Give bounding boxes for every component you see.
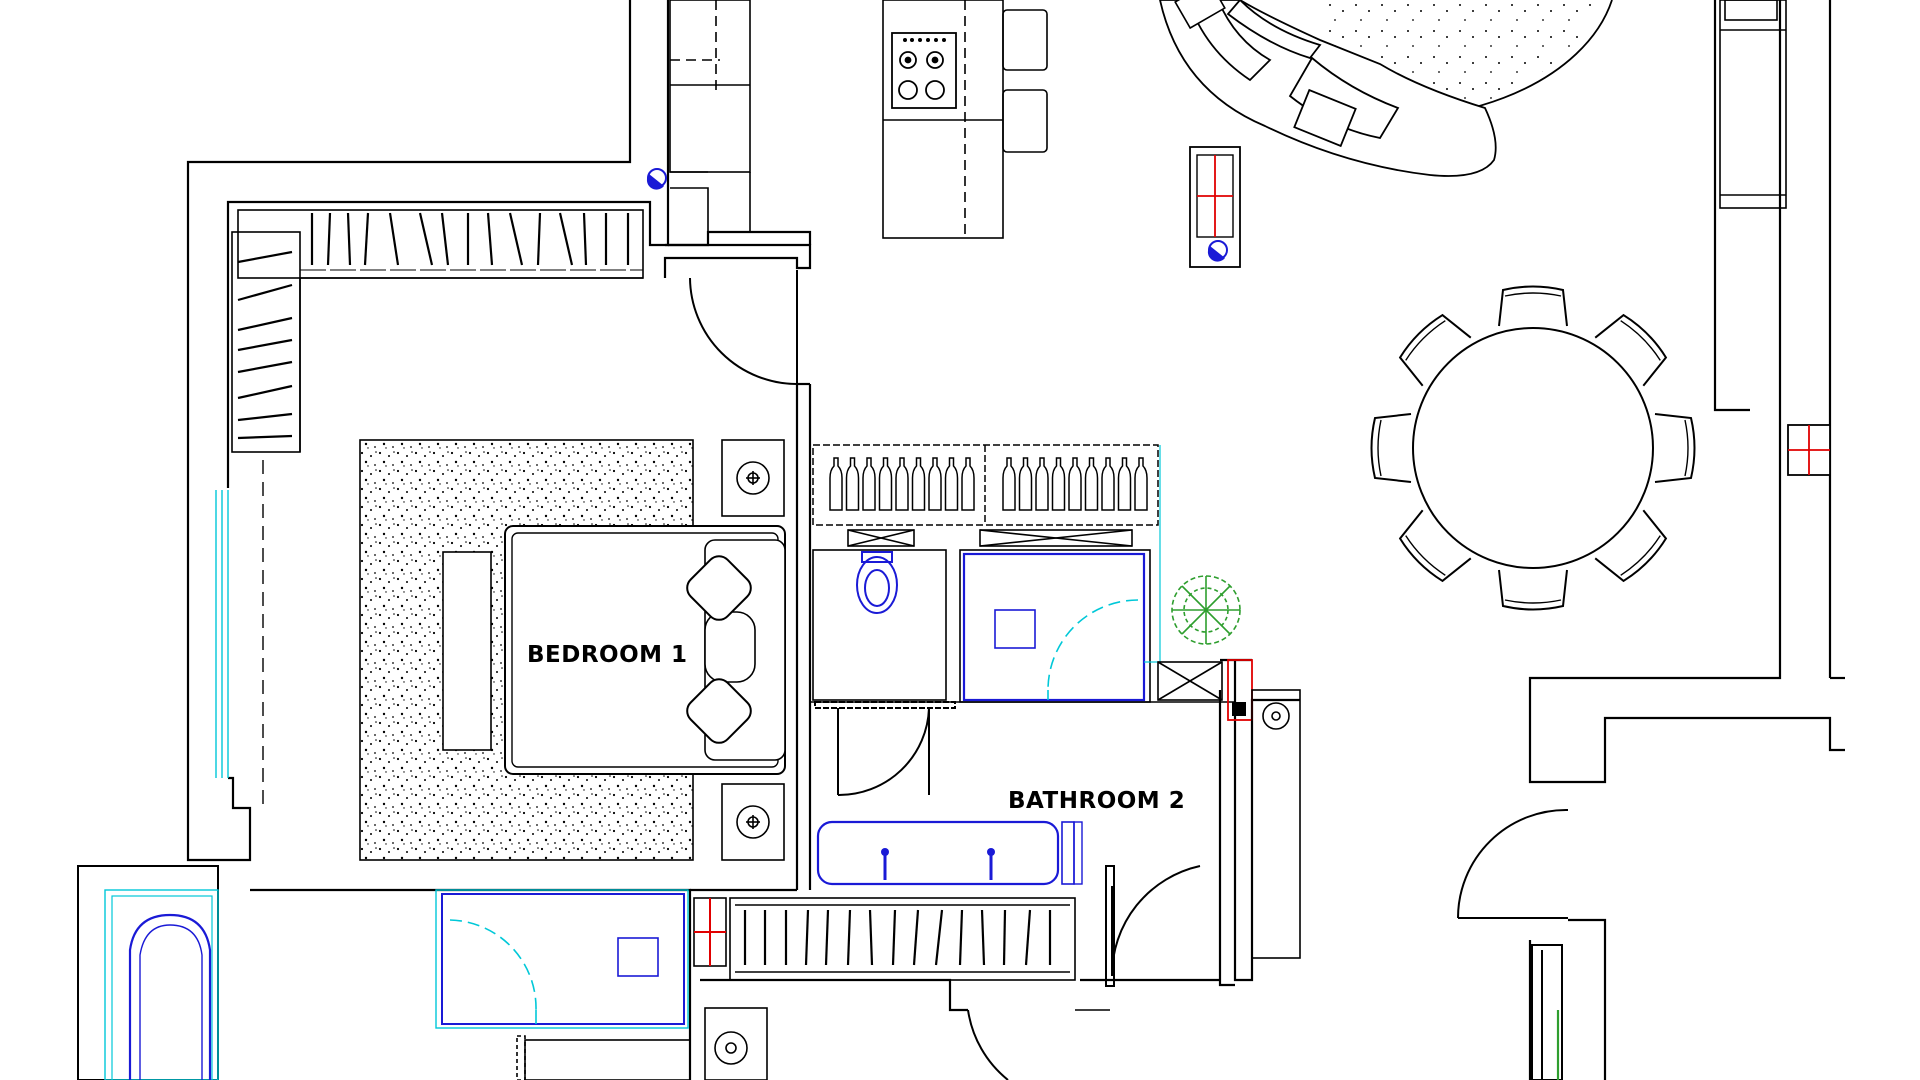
bathroom-fixtures: BATHROOM 2 <box>812 445 1301 1080</box>
bottle-shelf <box>812 444 1159 526</box>
bolster <box>704 611 756 683</box>
bottle-icon <box>1035 457 1049 511</box>
wall-bathroom-right-inner <box>1218 690 1235 987</box>
lower-left-bath <box>77 865 219 1080</box>
kitchen-island <box>882 0 1048 239</box>
bottle-icon <box>862 457 876 511</box>
cooktop-icon <box>891 32 957 109</box>
wall-upper-left-inner <box>665 0 670 247</box>
bedroom-window <box>215 490 229 778</box>
curved-sofa <box>1159 0 1497 177</box>
bottle-icon <box>944 457 959 511</box>
vent-cross-icon <box>1157 661 1223 701</box>
pillow-1 <box>686 555 752 621</box>
bench <box>442 551 492 751</box>
dining-chair <box>1370 413 1412 483</box>
bottle-icon <box>1134 457 1148 511</box>
dining-chair <box>1398 313 1472 387</box>
laundry-box <box>516 1035 691 1080</box>
room-label-bedroom-1: BEDROOM 1 <box>527 642 688 668</box>
potted-plant-icon <box>1171 575 1241 645</box>
entry-door <box>1457 808 1569 1080</box>
room-label-bathroom-2: BATHROOM 2 <box>1008 788 1185 814</box>
nightstand-top <box>721 439 785 517</box>
nightstand-bottom <box>721 783 785 861</box>
bottles-right <box>1002 457 1148 511</box>
bottle-icon <box>1068 457 1082 511</box>
wall-upper-left <box>186 0 632 488</box>
dining-chair <box>1594 509 1668 583</box>
wall-corridor-step <box>668 230 812 247</box>
shower-tray <box>962 552 1146 702</box>
bedroom-door <box>689 270 798 385</box>
bottle-icon <box>829 457 843 511</box>
wall-bedroom-top <box>226 200 812 460</box>
bottle-icon <box>845 457 860 511</box>
shower-tray-lower <box>435 889 689 1029</box>
dining-chair <box>1594 313 1668 387</box>
socket-circle-plus-icon <box>736 805 770 839</box>
socket-circle-plus-icon <box>736 461 770 495</box>
wardrobe-left <box>231 231 301 453</box>
bottles-left <box>829 457 975 511</box>
pillow-2 <box>686 678 752 744</box>
vanity <box>816 820 1083 886</box>
dining-table <box>1370 285 1696 611</box>
walls <box>186 0 1845 1080</box>
dining-chair <box>1398 509 1472 583</box>
right-wall-cabinet <box>1719 0 1787 209</box>
socket-circle-plus-icon <box>1251 689 1301 959</box>
dining-chair <box>1498 569 1568 611</box>
wall-bedroom-bottom <box>250 888 692 1080</box>
wardrobe-bathroom <box>729 897 1076 981</box>
wall-unit-vent <box>1189 146 1241 268</box>
bottle-icon <box>1002 457 1016 511</box>
bottle-icon <box>895 457 909 511</box>
bottle-icon <box>1051 457 1066 511</box>
bottle-icon <box>878 457 893 511</box>
vent-riser-fill <box>1232 702 1246 716</box>
wall-left-lower <box>186 776 252 862</box>
right-window <box>1787 424 1831 476</box>
dining-chair <box>1654 413 1696 483</box>
kitchen-counter-left <box>669 0 751 232</box>
sofa-cushion-rects <box>1174 0 1226 30</box>
bottle-icon <box>911 457 926 511</box>
fire-sensor-icon <box>646 168 667 190</box>
bottle-icon <box>1084 457 1099 511</box>
wall-right-main <box>1528 0 1845 784</box>
wall-bottom-bath <box>700 978 968 1012</box>
wall-right-lower2 <box>1568 918 1607 1080</box>
dining-chair <box>1498 285 1568 327</box>
socket-circle-plus-icon <box>704 1007 768 1080</box>
bottle-icon <box>1018 457 1033 511</box>
bottle-icon <box>928 457 942 511</box>
wall-right-upper <box>1713 0 1750 412</box>
bottle-icon <box>1117 457 1132 511</box>
wall-bathroom-right <box>1233 660 1300 982</box>
toilet-icon <box>856 551 898 614</box>
bottle-icon <box>1101 457 1115 511</box>
bed <box>504 525 786 775</box>
bottle-icon <box>961 457 975 511</box>
wardrobe-top <box>237 209 644 279</box>
vent-cross-icon <box>693 897 727 967</box>
